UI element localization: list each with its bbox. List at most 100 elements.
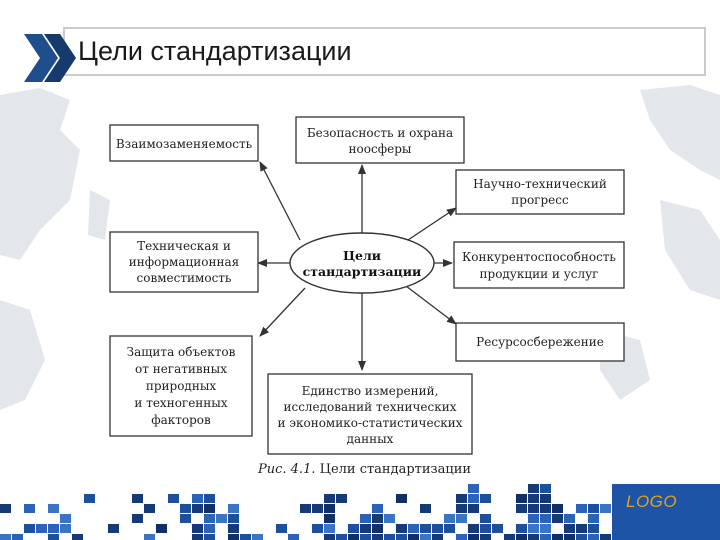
footer-tile: [504, 534, 515, 540]
footer-tile: [60, 524, 71, 533]
arrow-to-protection: [259, 287, 306, 337]
footer-tile: [48, 524, 59, 533]
node-label: прогресс: [511, 193, 569, 207]
caption-text: Цели стандартизации: [319, 462, 472, 477]
footer-tile: [468, 494, 479, 503]
footer-tile: [480, 524, 491, 533]
footer-tile: [336, 494, 347, 503]
footer-tile: [312, 524, 323, 533]
footer-tile: [144, 534, 155, 540]
footer-tile: [528, 494, 539, 503]
footer-tile: [444, 514, 455, 523]
footer-tile: [180, 514, 191, 523]
footer-tile: [252, 534, 263, 540]
footer-tile: [324, 504, 335, 513]
footer-tile: [564, 514, 575, 523]
footer-tile: [360, 514, 371, 523]
footer-tile: [312, 504, 323, 513]
arrow-to-resource-saving: [405, 285, 457, 325]
node-label: данных: [347, 432, 394, 446]
node-measurement-unity: Единство измерений, исследований техниче…: [267, 373, 473, 455]
footer-tile: [228, 534, 239, 540]
footer-tile: [552, 514, 563, 523]
footer-tile: [420, 524, 431, 533]
footer-tile: [432, 534, 443, 540]
node-label: от негативных: [135, 362, 227, 376]
footer-tile: [384, 534, 395, 540]
footer-tile: [372, 524, 383, 533]
footer-tile: [12, 534, 23, 540]
node-label: ноосферы: [349, 142, 412, 156]
footer-tile: [588, 524, 599, 533]
caption-prefix: Рис. 4.1.: [258, 462, 316, 477]
footer-tile: [408, 524, 419, 533]
footer-tile: [36, 524, 47, 533]
footer-tile: [180, 504, 191, 513]
footer-tile: [540, 494, 551, 503]
footer-tile: [516, 504, 527, 513]
footer-tile: [360, 524, 371, 533]
footer-tile: [168, 494, 179, 503]
footer-tile: [528, 484, 539, 493]
node-label: Защита объектов: [127, 345, 236, 359]
footer-tile: [456, 534, 467, 540]
footer-tile: [336, 534, 347, 540]
footer-tile: [396, 494, 407, 503]
footer-tile: [480, 534, 491, 540]
footer-tile: [204, 504, 215, 513]
footer-tile: [288, 534, 299, 540]
footer-tile: [588, 504, 599, 513]
node-competitiveness: Конкурентоспособность продукции и услуг: [453, 241, 625, 289]
footer-tile: [300, 504, 311, 513]
footer-tile: [552, 504, 563, 513]
footer-tile: [600, 534, 611, 540]
node-label: и экономико-статистических: [277, 416, 462, 430]
footer-tile: [204, 514, 215, 523]
footer-tile: [516, 494, 527, 503]
footer-tile: [588, 534, 599, 540]
footer-tile: [324, 514, 335, 523]
footer-tile: [192, 494, 203, 503]
footer-tile: [324, 494, 335, 503]
node-label: исследований технических: [283, 400, 456, 414]
footer-tile: [480, 514, 491, 523]
node-protection: Защита объектов от негативных природных …: [109, 335, 253, 437]
footer-tile: [432, 524, 443, 533]
footer-tile: [324, 534, 335, 540]
footer-tile: [48, 534, 59, 540]
footer-tile: [204, 524, 215, 533]
footer-tile: [156, 524, 167, 533]
footer-tile: [468, 484, 479, 493]
node-label: Безопасность и охрана: [307, 126, 453, 140]
footer-tile: [564, 534, 575, 540]
footer-tile: [84, 494, 95, 503]
footer-tile: [348, 524, 359, 533]
footer-tile: [420, 504, 431, 513]
footer-tile: [468, 524, 479, 533]
footer-tile: [72, 534, 83, 540]
footer-tile: [516, 534, 527, 540]
node-label: Конкурентоспособность: [462, 250, 616, 264]
node-label: Взаимозаменяемость: [116, 137, 253, 151]
node-label: Техническая и: [137, 239, 231, 253]
node-label: Ресурсосбережение: [476, 335, 604, 349]
node-label: продукции и услуг: [480, 267, 599, 281]
footer-tile: [60, 514, 71, 523]
arrow-to-interchangeability: [259, 161, 301, 241]
node-label: Научно-технический: [473, 177, 607, 191]
footer-tile: [228, 524, 239, 533]
footer-tile: [396, 524, 407, 533]
footer-tile: [240, 534, 251, 540]
node-label: и техногенных: [134, 396, 227, 410]
footer-tile: [492, 524, 503, 533]
footer-tile: [372, 514, 383, 523]
footer-tile: [204, 494, 215, 503]
logo: LOGO: [626, 492, 678, 511]
footer-tile: [48, 504, 59, 513]
footer-tile: [576, 504, 587, 513]
footer-tile: [192, 534, 203, 540]
node-label: Единство измерений,: [302, 384, 439, 398]
footer-tile: [540, 484, 551, 493]
footer-tile: [588, 514, 599, 523]
